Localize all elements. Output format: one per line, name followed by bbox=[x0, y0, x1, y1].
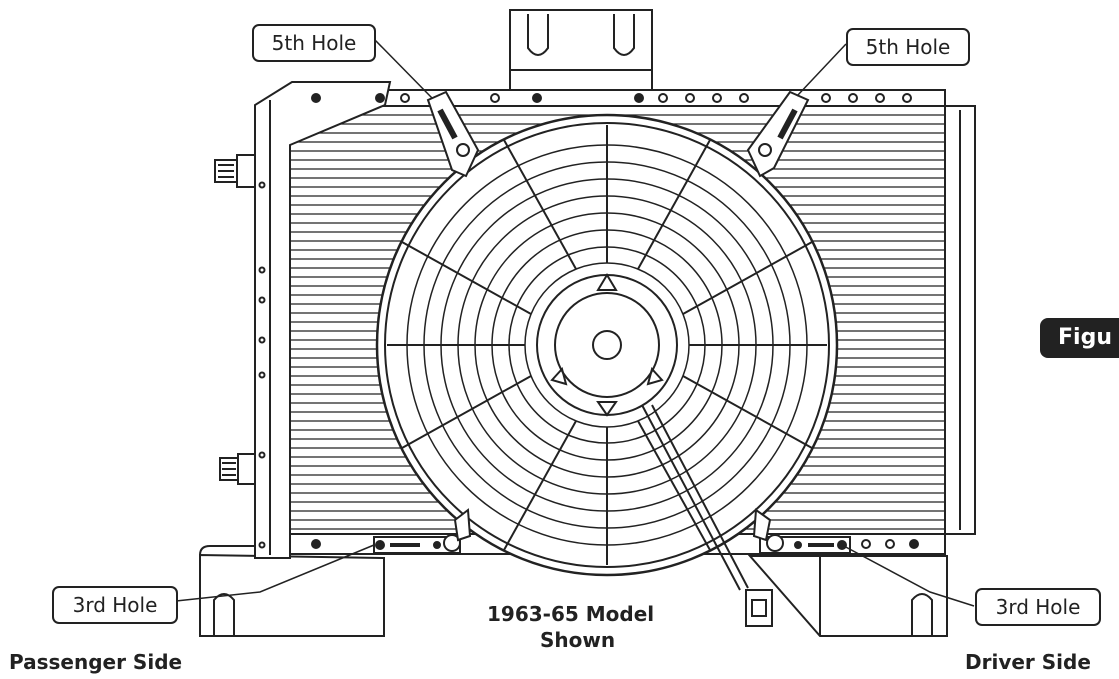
callout-top-right: 5th Hole bbox=[846, 28, 970, 66]
driver-side-label: Driver Side bbox=[965, 650, 1091, 674]
left-header-bracket bbox=[254, 81, 392, 559]
strap-bottom-right bbox=[752, 508, 851, 554]
leader-lines bbox=[175, 39, 975, 607]
passenger-side-label: Passenger Side bbox=[9, 650, 183, 674]
base-bracket bbox=[199, 545, 948, 637]
model-caption-line2: Shown bbox=[540, 628, 616, 652]
model-caption-line1: 1963-65 Model bbox=[487, 602, 655, 626]
callout-top-left: 5th Hole bbox=[252, 24, 376, 62]
callout-bottom-left: 3rd Hole bbox=[52, 586, 178, 624]
figure-tab: Figu bbox=[1040, 318, 1119, 358]
callout-bottom-right: 3rd Hole bbox=[975, 588, 1101, 626]
fitting-upper bbox=[214, 154, 256, 188]
right-side-tank bbox=[944, 105, 976, 535]
wire-harness bbox=[641, 404, 773, 627]
strap-top-right bbox=[746, 90, 810, 178]
top-mount-bracket bbox=[509, 9, 653, 104]
fitting-lower bbox=[219, 453, 256, 485]
strap-top-left bbox=[426, 90, 480, 178]
fan-assembly bbox=[375, 113, 839, 577]
